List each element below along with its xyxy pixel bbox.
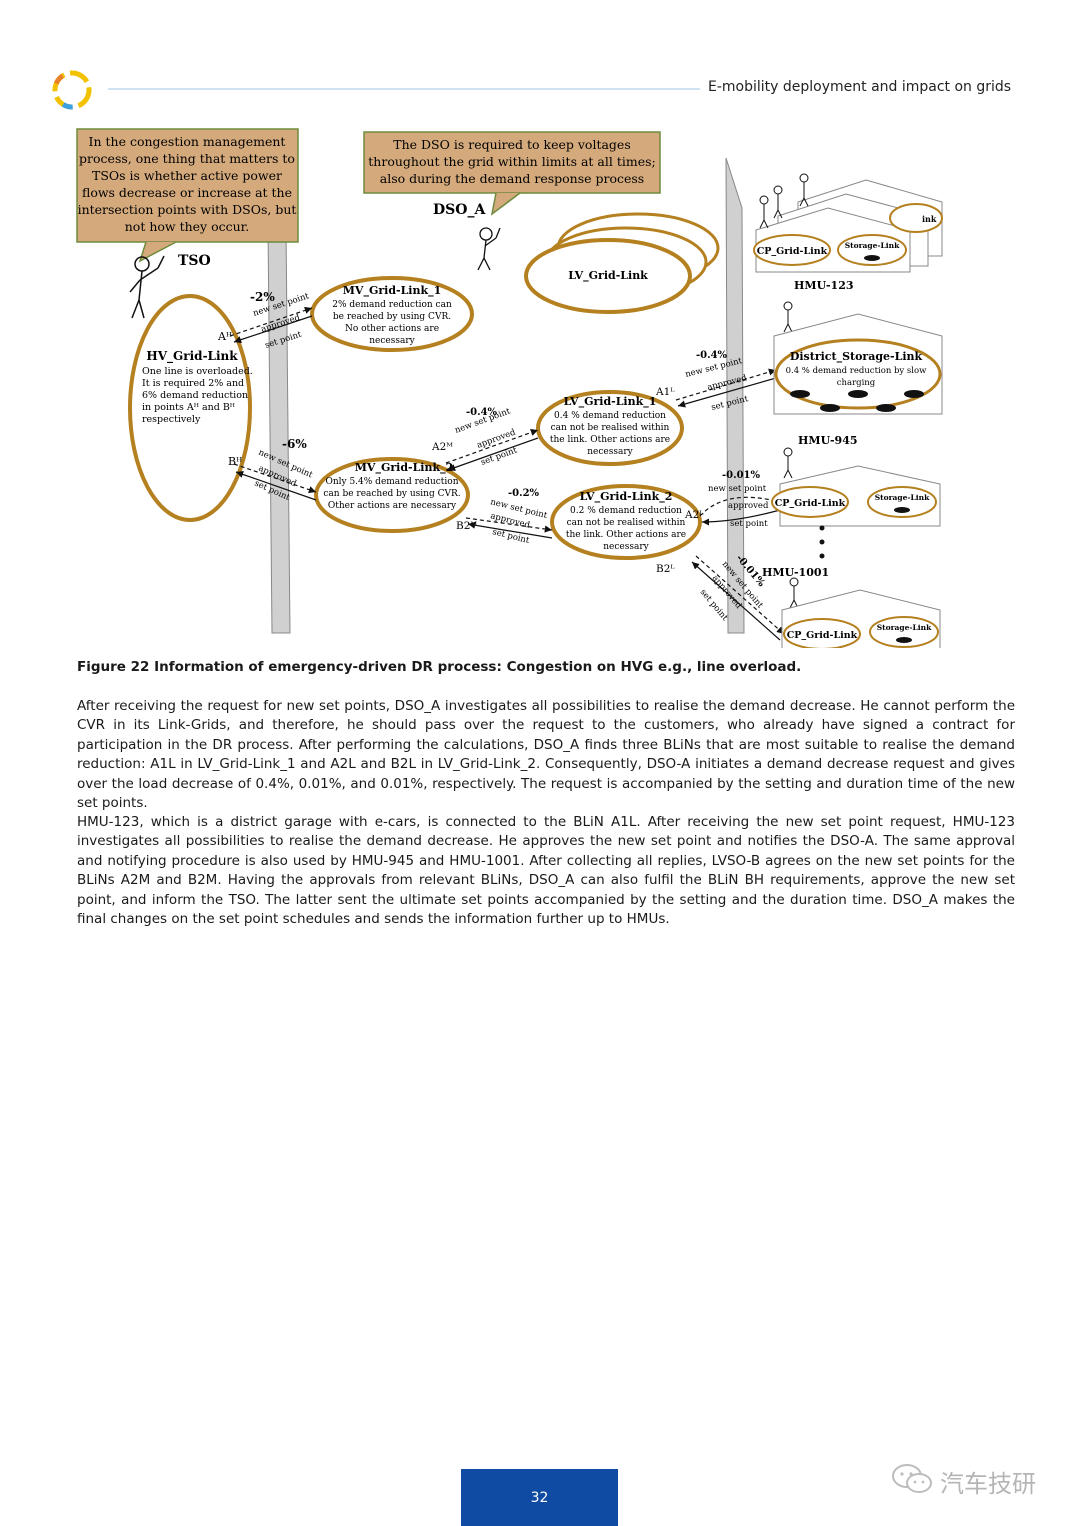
dso-boundary-plane bbox=[725, 157, 745, 634]
dso-callout-line: also during the demand response process bbox=[380, 171, 644, 186]
lv2-line: can not be realised within bbox=[567, 518, 686, 528]
body-paragraph: HMU-123, which is a district garage with… bbox=[77, 814, 1015, 928]
tso-callout: In the congestion management process, on… bbox=[76, 128, 299, 263]
body-paragraph: After receiving the request for new set … bbox=[77, 698, 1015, 812]
lv2-line: the link. Other actions are bbox=[566, 530, 686, 540]
wechat-icon bbox=[892, 1464, 932, 1493]
point-a2m: A2ᴹ bbox=[431, 441, 453, 453]
ellipsis-dot bbox=[819, 525, 825, 531]
lv1-line: 0.4 % demand reduction bbox=[554, 411, 666, 421]
dso-label: DSO_A bbox=[433, 202, 486, 218]
tso-person-icon bbox=[129, 255, 165, 319]
page-number-text: 32 bbox=[530, 1489, 549, 1506]
msg-approved-label: approved bbox=[728, 501, 769, 511]
mv1-line: be reached by using CVR. bbox=[333, 312, 451, 322]
hmu-123-label: HMU-123 bbox=[794, 279, 854, 292]
pct-label: -6% bbox=[282, 437, 307, 451]
ellipsis-dot bbox=[819, 539, 825, 545]
lv-grid-link-2-ellipse bbox=[550, 484, 702, 560]
tso-callout-line: TSOs is whether active power bbox=[92, 168, 282, 183]
lv1-line: the link. Other actions are bbox=[550, 435, 670, 445]
mv2-line: Only 5.4% demand reduction bbox=[325, 477, 458, 487]
tso-callout-line: flows decrease or increase at the bbox=[82, 185, 292, 200]
mv1-line: 2% demand reduction can bbox=[332, 300, 452, 310]
msg-new-label: new set point bbox=[708, 484, 767, 494]
ellipsis-dot bbox=[819, 553, 825, 559]
dso-callout-line: throughout the grid within limits at all… bbox=[368, 154, 655, 169]
point-b2m: B2ᴹ bbox=[456, 520, 477, 532]
mv2-title: MV_Grid-Link_2 bbox=[355, 461, 454, 475]
page-number: 32 bbox=[461, 1469, 618, 1526]
hv-line: It is required 2% and bbox=[142, 378, 244, 389]
pct-label: -0.4% bbox=[696, 350, 728, 361]
tso-boundary-plane bbox=[267, 227, 291, 634]
msg-set-label: set point bbox=[730, 519, 768, 529]
point-a1l: A1ᴸ bbox=[655, 386, 675, 398]
district-storage-house: District_Storage-Link 0.4 % demand reduc… bbox=[773, 313, 943, 415]
point-ah: Aᴴ bbox=[217, 330, 232, 343]
lv2-line: 0.2 % demand reduction bbox=[570, 506, 682, 516]
hmu-1001-label: HMU-1001 bbox=[762, 566, 829, 579]
mv-grid-link-1-ellipse bbox=[310, 276, 474, 352]
storage-label: Storage-Link bbox=[875, 493, 930, 502]
dso-person-icon bbox=[477, 227, 501, 271]
district-title: District_Storage-Link bbox=[790, 350, 923, 364]
mv2-line: Other actions are necessary bbox=[328, 501, 457, 511]
header-rule bbox=[108, 88, 700, 90]
tso-callout-line: not how they occur. bbox=[125, 219, 249, 234]
lv2-title: LV_Grid-Link_2 bbox=[580, 490, 673, 504]
lv-grid-link-1-ellipse bbox=[536, 390, 684, 466]
tso-callout-line: In the congestion management bbox=[89, 134, 286, 149]
lv-grid-link-ellipse bbox=[524, 238, 692, 314]
hv-line: One line is overloaded. bbox=[142, 366, 253, 377]
mv2-line: can be reached by using CVR. bbox=[323, 489, 460, 499]
hmu-945-label: HMU-945 bbox=[798, 434, 858, 447]
dso-callout: The DSO is required to keep voltages thr… bbox=[363, 131, 661, 216]
link-fragment: ink bbox=[922, 214, 937, 224]
cp-label: CP_Grid-Link bbox=[757, 246, 828, 257]
logo-icon bbox=[52, 70, 92, 110]
hv-line: 6% demand reduction bbox=[142, 390, 248, 401]
cp-label: CP_Grid-Link bbox=[775, 498, 846, 509]
storage-label: Storage-Link bbox=[877, 623, 932, 632]
lv-top-title: LV_Grid-Link bbox=[568, 269, 648, 283]
point-b2l: B2ᴸ bbox=[656, 563, 675, 575]
message-arrows bbox=[229, 306, 785, 641]
figure-caption: Figure 22 Information of emergency-drive… bbox=[77, 659, 802, 675]
lv1-title: LV_Grid-Link_1 bbox=[564, 395, 657, 409]
lv1-line: necessary bbox=[587, 447, 633, 457]
tso-callout-line: intersection points with DSOs, but bbox=[78, 202, 297, 217]
cp-label: CP_Grid-Link bbox=[787, 630, 858, 641]
pct-label: -2% bbox=[250, 290, 275, 304]
hv-grid-link-ellipse bbox=[128, 294, 252, 522]
hv-title: HV_Grid-Link bbox=[146, 349, 238, 364]
hmu-person-icons bbox=[759, 173, 809, 609]
mv1-line: necessary bbox=[369, 336, 415, 346]
mv-grid-link-2-ellipse bbox=[314, 457, 470, 533]
pct-label: -0.2% bbox=[508, 488, 540, 499]
hmu-1001-house: CP_Grid-Link Storage-Link bbox=[781, 589, 941, 648]
hmu-945-house: CP_Grid-Link Storage-Link bbox=[771, 465, 941, 527]
district-line: charging bbox=[837, 378, 876, 388]
pct-label: -0.4% bbox=[466, 407, 498, 418]
point-a2l: A2ᴸ bbox=[684, 509, 704, 521]
hmu-123-houses: ink CP_Grid-Link Storage-Link bbox=[753, 179, 943, 273]
storage-label: Storage-Link bbox=[845, 241, 900, 250]
district-line: 0.4 % demand reduction by slow bbox=[786, 366, 928, 376]
dr-process-diagram: In the congestion management process, on… bbox=[76, 128, 943, 648]
hv-line: in points Aᴴ and Bᴴ bbox=[142, 402, 235, 413]
lv2-line: necessary bbox=[603, 542, 649, 552]
lv1-line: can not be realised within bbox=[551, 423, 670, 433]
point-bh: Bᴴ bbox=[228, 455, 242, 468]
tso-label: TSO bbox=[178, 253, 211, 269]
header-title: E-mobility deployment and impact on grid… bbox=[708, 79, 1012, 95]
mv1-line: No other actions are bbox=[345, 324, 439, 334]
watermark-text: 汽车技研 bbox=[940, 1470, 1036, 1498]
hv-line: respectively bbox=[142, 414, 201, 425]
tso-callout-line: process, one thing that matters to bbox=[79, 151, 295, 166]
pct-label: -0.01% bbox=[722, 470, 761, 481]
mv1-title: MV_Grid-Link_1 bbox=[343, 284, 442, 298]
msg-set-label: set point bbox=[491, 527, 531, 546]
dso-callout-line: The DSO is required to keep voltages bbox=[393, 137, 630, 152]
